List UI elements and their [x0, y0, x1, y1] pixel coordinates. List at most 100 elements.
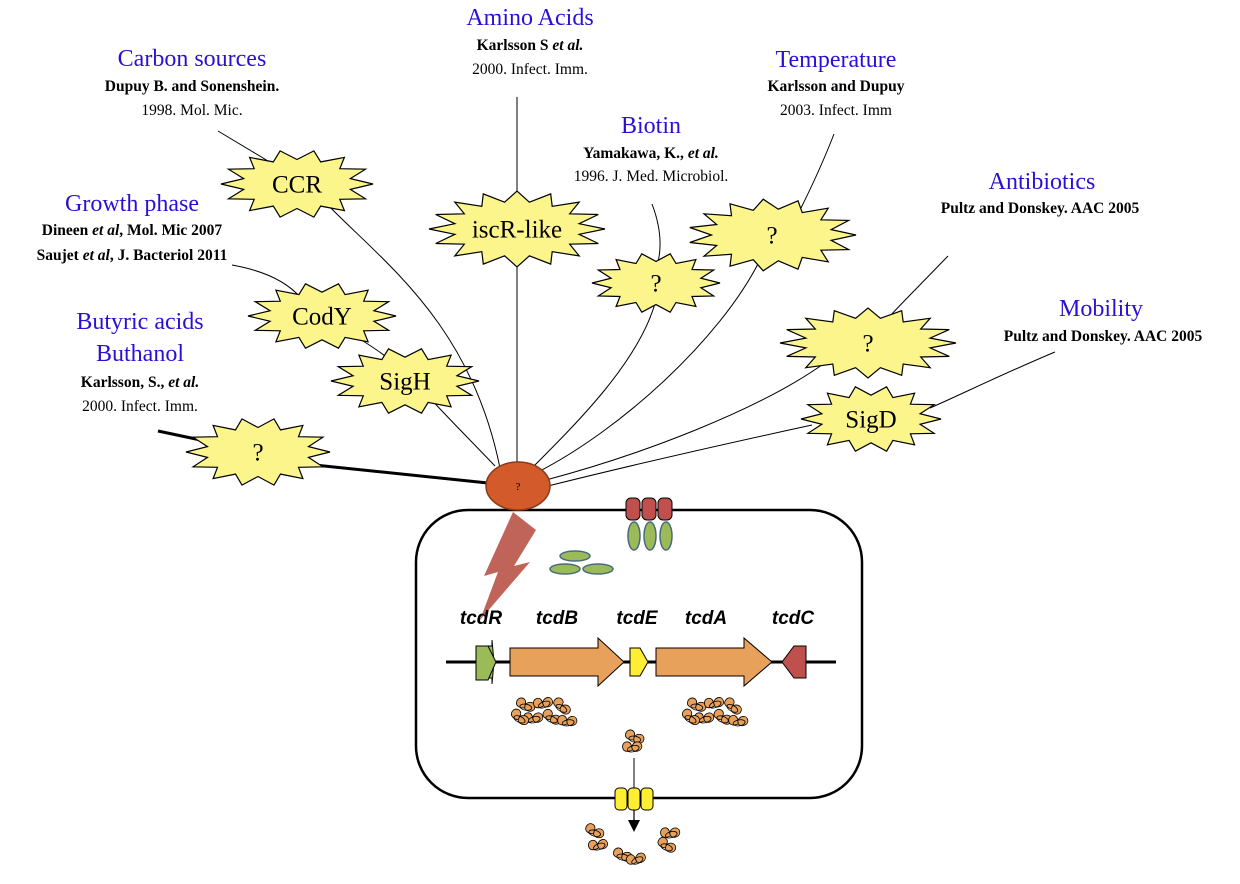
burst-shape	[330, 348, 480, 414]
regulator-label: SigD	[845, 407, 896, 434]
receptor-label: ?	[516, 481, 521, 493]
toxin-protein	[510, 708, 529, 726]
factor-title: Growth phase	[65, 191, 199, 217]
burst-sigd: SigD	[800, 385, 942, 453]
burst-shape	[591, 253, 721, 313]
factor-title: Biotin	[621, 113, 681, 139]
line-ccr-receptor	[322, 199, 501, 469]
factor-reference-year: 2000. Infect. Imm.	[472, 61, 588, 78]
factor-reference-year: 2003. Infect. Imm	[780, 102, 892, 119]
gene-label-tcde: tcdE	[616, 608, 659, 629]
gene-arrow-tcda	[655, 636, 773, 688]
factor-reference: Pultz and Donskey. AAC 2005	[1004, 328, 1203, 345]
regulator-label: iscR-like	[472, 217, 562, 244]
gene-label-tcdc: tcdC	[772, 608, 815, 629]
gene-labels: tcdR tcdB tcdE tcdA tcdC	[460, 608, 815, 629]
gene-label-tcdb: tcdB	[536, 608, 579, 629]
factor-mobility: Mobility Pultz and Donskey. AAC 2005	[1004, 296, 1203, 345]
factor-reference: Pultz and Donskey. AAC 2005	[941, 200, 1140, 217]
factor-reference-2: Saujet et al, J. Bacteriol 2011	[37, 247, 228, 264]
burst-biotin-unknown: ?	[591, 253, 721, 313]
toxin-protein	[687, 697, 707, 712]
toxin-protein	[622, 741, 643, 753]
line-sigh-receptor	[427, 395, 496, 467]
burst-shape	[185, 418, 331, 486]
toxin-protein	[660, 827, 681, 839]
toxin-cluster-secreted	[585, 823, 681, 865]
line-sigd-receptor	[547, 424, 813, 487]
regulator-bursts: CCR iscR-like ? ? CodY SigH ? ?	[185, 150, 957, 486]
factor-temperature: Temperature Karlsson and Dupuy 2003. Inf…	[768, 47, 905, 119]
line-q-receptor-antibiotics	[545, 361, 827, 481]
factor-amino-acids: Amino Acids Karlsson S et al. 2000. Infe…	[466, 5, 593, 78]
burst-cody: CodY	[247, 283, 397, 349]
toxin-protein	[585, 823, 605, 839]
line-mobility-sigd	[929, 351, 1056, 409]
line-q-receptor-butyric	[304, 462, 489, 485]
toxin-protein	[728, 715, 749, 727]
factor-title: Mobility	[1059, 296, 1143, 322]
toxin-protein	[588, 839, 609, 851]
factor-reference: Dineen et al, Mol. Mic 2007	[42, 222, 223, 239]
factor-biotin: Biotin Yamakawa, K., et al. 1996. J. Med…	[574, 113, 729, 185]
factor-antibiotics: Antibiotics Pultz and Donskey. AAC 2005	[941, 169, 1140, 217]
burst-shape	[800, 385, 942, 453]
membrane-channel	[625, 497, 673, 551]
factor-title: Butyric acids	[76, 309, 203, 335]
factor-title: Temperature	[776, 47, 897, 73]
toxin-protein	[557, 715, 578, 727]
factor-carbon-sources: Carbon sources Dupuy B. and Sonenshein. …	[105, 46, 280, 119]
factor-reference: Karlsson S et al.	[477, 37, 584, 54]
factor-butyric-acids: Butyric acids Buthanol Karlsson, S., et …	[76, 309, 203, 415]
burst-butyric-unknown: ?	[185, 418, 331, 486]
factor-reference: Karlsson and Dupuy	[768, 78, 905, 95]
secretion-pore	[614, 758, 654, 832]
burst-shape	[220, 150, 374, 218]
burst-ccr: CCR	[220, 150, 374, 218]
factor-reference: Yamakawa, K., et al.	[583, 145, 719, 162]
regulator-label: CCR	[272, 172, 322, 199]
toxin-protein	[516, 697, 536, 712]
toxin-protein	[553, 697, 571, 715]
line-biotin-q	[651, 203, 661, 263]
toxin-protein	[704, 697, 725, 709]
lightning-bolt	[480, 512, 536, 620]
toxin-cluster-tcda	[681, 697, 749, 727]
factor-title: Amino Acids	[466, 5, 593, 31]
toxin-protein	[533, 697, 554, 709]
burst-antibiotics-unknown: ?	[779, 307, 957, 379]
factor-title: Carbon sources	[118, 46, 267, 72]
burst-shape	[779, 307, 957, 379]
factor-reference-year: 2000. Infect. Imm.	[82, 398, 198, 415]
burst-temperature-unknown: ?	[689, 198, 857, 272]
membrane-receptor	[485, 461, 551, 511]
toxin-protein	[724, 697, 742, 715]
regulator-label: ?	[766, 223, 777, 250]
factor-reference: Dupuy B. and Sonenshein.	[105, 78, 280, 95]
factor-title: Antibiotics	[989, 169, 1096, 195]
gene-label-tcdr: tcdR	[460, 608, 503, 629]
gene-label-tcda: tcdA	[685, 608, 727, 629]
toxin-protein	[625, 852, 646, 865]
regulator-label: ?	[650, 271, 661, 298]
burst-shape	[428, 190, 606, 268]
toxin-protein	[681, 708, 700, 726]
line-temp-q	[799, 133, 835, 211]
factor-growth-phase: Growth phase Dineen et al, Mol. Mic 2007…	[37, 191, 228, 264]
line-q-receptor-temp	[537, 259, 761, 473]
regulator-label: ?	[252, 440, 263, 467]
toxin-protein	[625, 729, 645, 744]
factor-reference-year: 1998. Mol. Mic.	[141, 102, 242, 119]
cytoplasmic-proteins	[549, 550, 614, 575]
line-growth-cody	[231, 264, 301, 298]
factor-title-2: Buthanol	[96, 341, 184, 367]
factor-reference: Karlsson, S., et al.	[81, 374, 199, 391]
gene-arrow-tcdb	[509, 636, 625, 688]
regulator-label: SigH	[379, 369, 430, 396]
burst-shape	[247, 283, 397, 349]
factor-reference-year: 1996. J. Med. Microbiol.	[574, 168, 729, 185]
burst-shape	[689, 198, 857, 272]
gene-arrow-tcde	[629, 647, 649, 677]
